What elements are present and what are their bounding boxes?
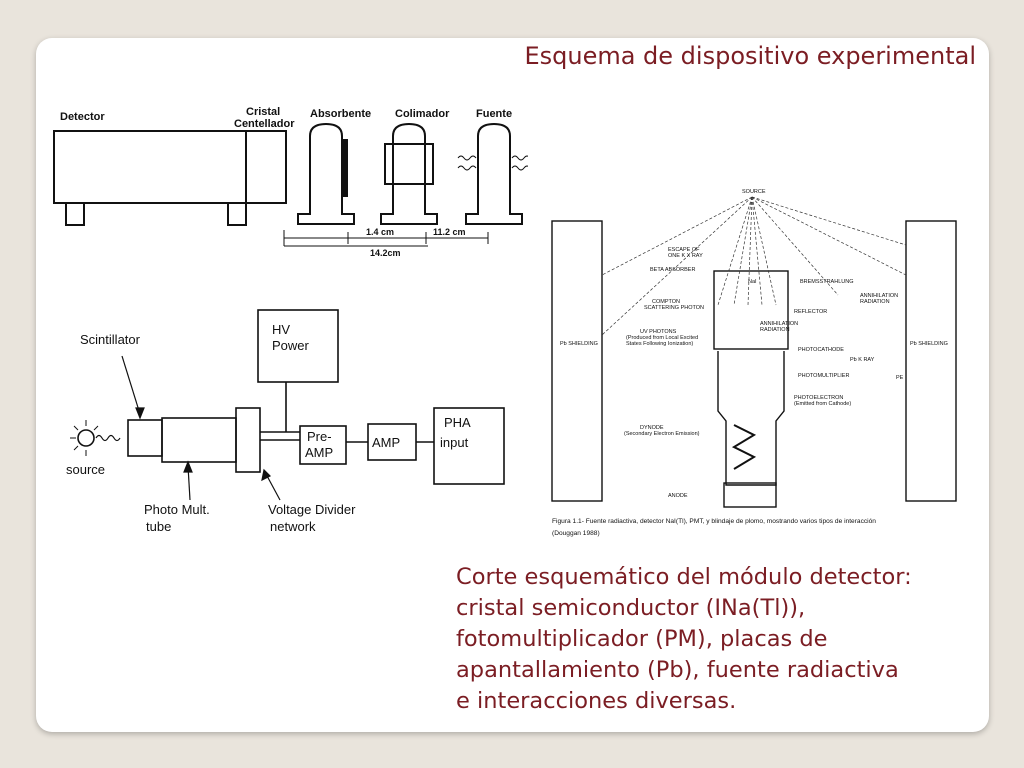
absorber-stand	[297, 122, 355, 225]
fig-photoelectron-1: PHOTOELECTRON	[794, 395, 843, 401]
label-detector: Detector	[60, 111, 105, 123]
pha-box	[433, 407, 505, 485]
absorber-plate	[341, 139, 348, 197]
fig-compton-2: SCATTERING PHOTON	[644, 305, 704, 311]
label-fuente: Fuente	[476, 108, 512, 120]
slide-panel	[36, 38, 989, 732]
label-colimador: Colimador	[395, 108, 450, 120]
fig-annih2-2: RADIATION	[760, 327, 790, 333]
label-hv: HV	[272, 322, 290, 337]
fig-annih-2: RADIATION	[860, 299, 890, 305]
caption-line: Corte esquemático del módulo detector:	[456, 564, 912, 590]
fig-anode: ANODE	[668, 493, 688, 499]
preamp-box	[299, 425, 347, 465]
fig-photoelectron-2: (Emitted from Cathode)	[794, 401, 851, 407]
fig-photocathode: PHOTOCATHODE	[798, 347, 844, 353]
fig-brems: BREMSSTRAHLUNG	[800, 279, 853, 285]
block-diagram: Scintillator HV Power Pre- AMP AMP PHA i…	[66, 309, 505, 534]
caption-line: e interacciones diversas.	[456, 688, 737, 714]
detector-setup-diagram: Detector Cristal Centellador Absorbente …	[53, 106, 528, 258]
photomultiplier-tube	[717, 351, 785, 486]
fig-beta: BETA ABSORBER	[650, 267, 695, 273]
dim-3: 14.2cm	[370, 248, 401, 258]
slide-caption: Corte esquemático del módulo detector: c…	[456, 562, 976, 717]
fig-escape-2: ONE K X RAY	[668, 253, 703, 259]
fig-dynode-1: DYNODE	[640, 425, 664, 431]
label-pre: Pre-	[307, 429, 332, 444]
label-amp: AMP	[372, 435, 400, 450]
collimator-stand	[380, 122, 438, 225]
fig-caption-1: Figura 1.1- Fuente radiactiva, detector …	[552, 518, 876, 525]
collimator-block	[384, 143, 434, 185]
fig-dynode-2: (Secondary Electron Emission)	[624, 431, 700, 437]
hv-power-box	[257, 309, 339, 383]
label-cristal: Cristal	[246, 106, 280, 118]
crystal-block	[245, 130, 287, 204]
caption-line: apantallamiento (Pb), fuente radiactiva	[456, 657, 899, 683]
label-scintillator: Scintillator	[80, 332, 141, 347]
label-power: Power	[272, 338, 310, 353]
pb-shielding-right	[905, 220, 957, 502]
fig-compton-1: COMPTON	[652, 299, 680, 305]
anode-block	[723, 482, 777, 508]
fig-uv-3: States Following Ionization)	[626, 341, 693, 347]
fig-annih-1: ANNIHILATION	[860, 293, 898, 299]
label-absorbente: Absorbente	[310, 108, 371, 120]
label-network: network	[270, 519, 316, 534]
nai-crystal	[713, 270, 789, 350]
fig-pbk: Pb K RAY	[850, 357, 875, 363]
fig-source: SOURCE	[742, 189, 766, 195]
voltage-divider	[235, 407, 261, 473]
dim-2: 11.2 cm	[433, 227, 466, 237]
label-pha-input: input	[440, 435, 469, 450]
label-source: source	[66, 462, 105, 477]
label-voltage-divider: Voltage Divider	[268, 502, 356, 517]
source-icon	[77, 429, 95, 447]
caption-line: fotomultiplicador (PM), placas de	[456, 626, 828, 652]
label-pha: PHA	[444, 415, 471, 430]
dim-1: 1.4 cm	[366, 227, 394, 237]
scintillator-box	[127, 419, 163, 457]
label-centellador: Centellador	[234, 118, 295, 130]
fig-caption-2: (Douggan 1988)	[552, 530, 600, 537]
fig-annih2-1: ANNIHILATION	[760, 321, 798, 327]
slide-title: Esquema de dispositivo experimental	[524, 42, 976, 70]
fig-nai: NaI	[748, 279, 757, 285]
fig-uv-2: (Produced from Local Excited	[626, 335, 698, 341]
fig-pb-left: Pb SHIELDING	[560, 341, 598, 347]
detector-body	[53, 130, 247, 204]
fig-reflector: REFLECTOR	[794, 309, 827, 315]
caption-line: cristal semiconductor (INa(Tl)),	[456, 595, 806, 621]
label-tube: tube	[146, 519, 171, 534]
fig-escape-1: ESCAPE OF	[668, 247, 700, 253]
source-stand	[465, 122, 523, 225]
detector-cross-section-figure: SOURCE Pb SHIELDING Pb SHIELDING ESCAPE …	[551, 189, 957, 537]
pb-shielding-left	[551, 220, 603, 502]
fig-photomultiplier: PHOTOMULTIPLIER	[798, 373, 849, 379]
label-preamp: AMP	[305, 445, 333, 460]
fig-pe: PE	[896, 375, 904, 381]
label-photo-mult: Photo Mult.	[144, 502, 210, 517]
photo-mult-tube	[161, 417, 237, 463]
fig-pb-right: Pb SHIELDING	[910, 341, 948, 347]
fig-uv-1: UV PHOTONS	[640, 329, 677, 335]
